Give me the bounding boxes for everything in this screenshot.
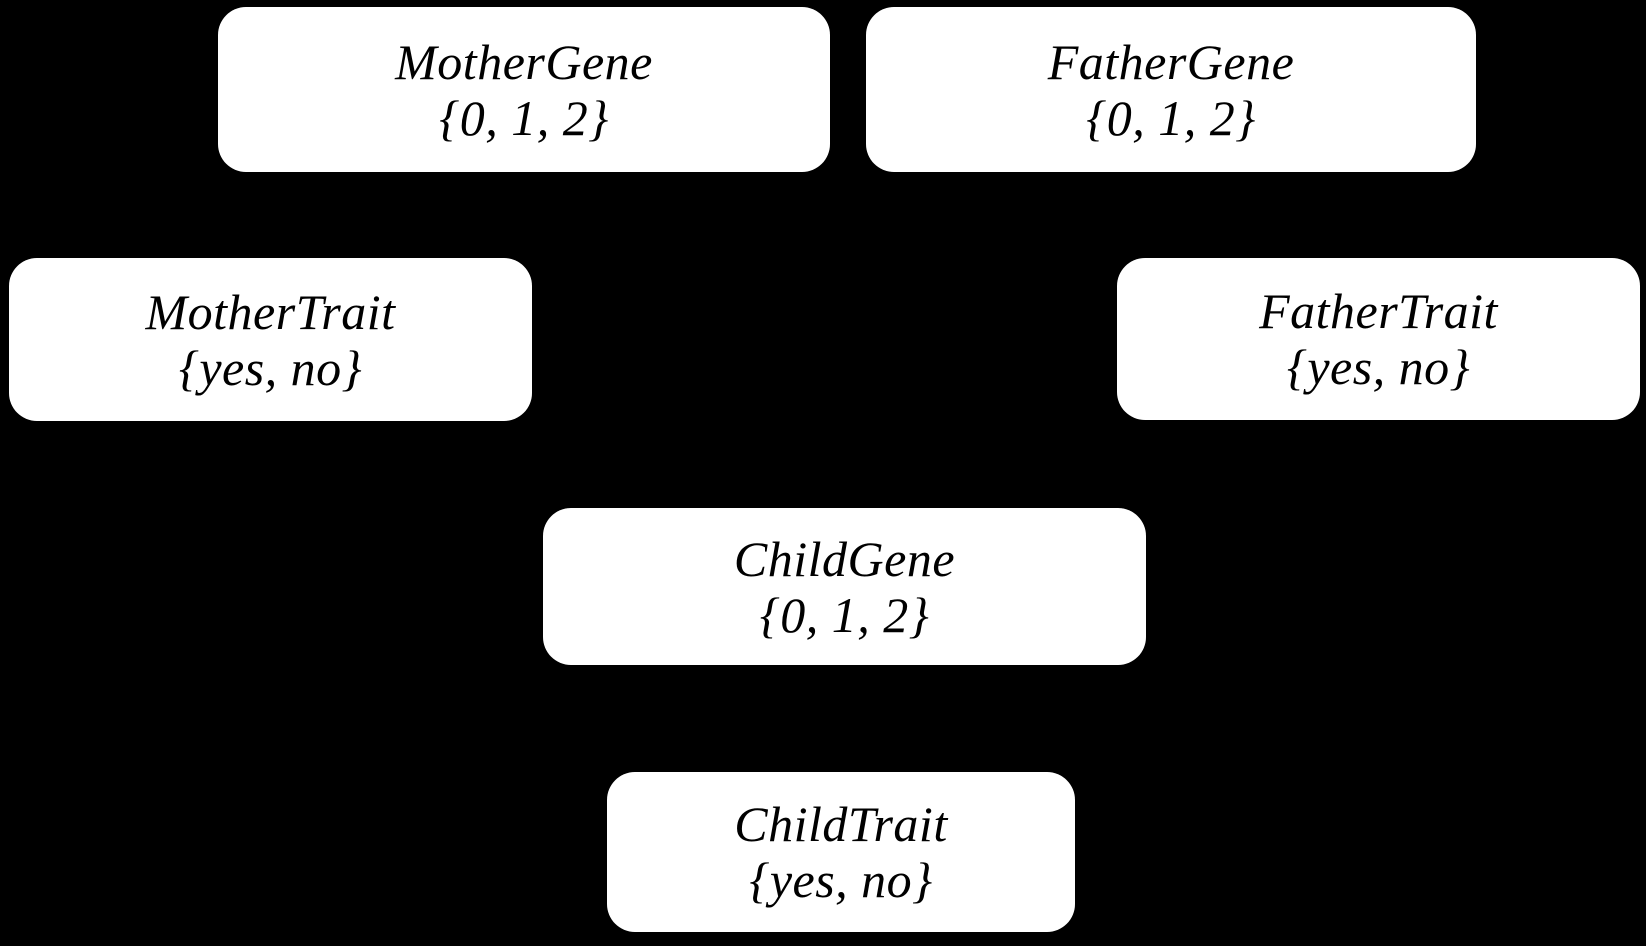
node-mother-trait-domain: {yes, no} [178, 339, 363, 396]
node-father-trait-domain: {yes, no} [1286, 339, 1471, 395]
node-father-trait[interactable]: FatherTrait {yes, no} [1117, 258, 1640, 420]
node-child-trait-label: ChildTrait [734, 796, 948, 852]
node-child-gene-domain: {0, 1, 2} [759, 586, 930, 643]
node-father-trait-label: FatherTrait [1259, 283, 1498, 339]
node-mother-trait[interactable]: MotherTrait {yes, no} [9, 258, 532, 421]
node-mother-gene-label: MotherGene [395, 33, 653, 90]
node-mother-gene[interactable]: MotherGene {0, 1, 2} [218, 7, 830, 172]
node-child-gene-label: ChildGene [733, 530, 956, 587]
node-mother-gene-domain: {0, 1, 2} [439, 89, 609, 146]
node-father-gene-label: FatherGene [1047, 33, 1295, 90]
node-child-gene[interactable]: ChildGene {0, 1, 2} [543, 508, 1146, 665]
node-mother-trait-label: MotherTrait [145, 283, 396, 340]
node-father-gene[interactable]: FatherGene {0, 1, 2} [866, 7, 1476, 172]
node-child-trait-domain: {yes, no} [749, 852, 933, 908]
node-father-gene-domain: {0, 1, 2} [1086, 89, 1256, 146]
node-child-trait[interactable]: ChildTrait {yes, no} [607, 772, 1075, 932]
